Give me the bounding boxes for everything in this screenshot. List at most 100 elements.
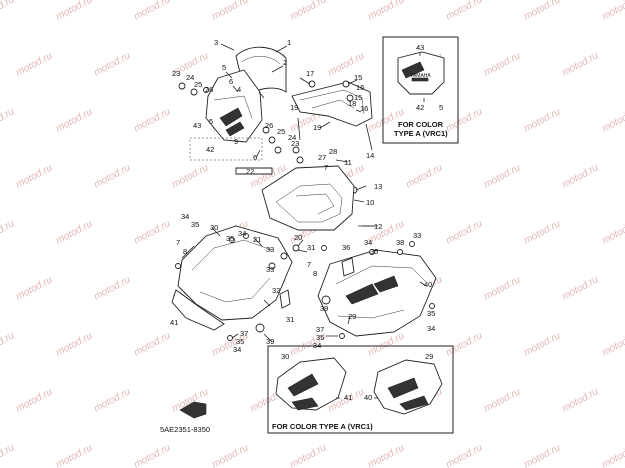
bolt-24 xyxy=(274,146,282,154)
cowl-stay xyxy=(291,81,373,127)
callout-3: 3 xyxy=(214,38,218,47)
callout-19: 19 xyxy=(290,103,298,112)
inner-panel-group xyxy=(235,165,378,231)
part-code: 5AE2351-8350 xyxy=(160,425,210,434)
inset-callout-30: 30 xyxy=(281,352,289,361)
inset-callout-43: 43 xyxy=(416,43,424,52)
callout-35d: 35 xyxy=(236,337,244,346)
inset-bottom-caption: FOR COLOR TYPE A (VRC1) xyxy=(272,422,373,431)
watermark-text: motod.ru xyxy=(14,274,54,302)
watermark-text: motod.ru xyxy=(600,218,625,246)
right-side-cowl-group xyxy=(317,249,437,337)
left-side-cowl-group xyxy=(171,225,293,331)
hardware-group xyxy=(175,233,435,341)
callout-19b: 19 xyxy=(313,123,321,132)
stay-22 xyxy=(235,167,273,175)
watermark-text: motod.ru xyxy=(522,106,562,134)
callout-34d: 34 xyxy=(233,345,241,354)
inner-panel xyxy=(261,165,355,231)
callout-26b: 26 xyxy=(265,121,273,130)
left-lower-fairing xyxy=(171,289,225,331)
callout-37: 37 xyxy=(240,329,248,338)
watermark-text: motod.ru xyxy=(522,218,562,246)
watermark-text: motod.ru xyxy=(170,162,210,190)
callout-24b: 24 xyxy=(288,133,296,142)
watermark-text: motod.ru xyxy=(210,442,250,468)
watermark-text: motod.ru xyxy=(132,442,172,468)
watermark-text: motod.ru xyxy=(366,442,406,468)
inset-bottom-frame xyxy=(267,345,454,434)
inset-callout-41: 41 xyxy=(344,393,352,402)
watermark-text: motod.ru xyxy=(54,0,94,23)
watermark-text: motod.ru xyxy=(132,0,172,23)
watermark-text: motod.ru xyxy=(132,218,172,246)
callout-23: 23 xyxy=(172,69,180,78)
watermark-text: motod.ru xyxy=(560,50,600,78)
inset-top-caption-2: TYPE A (VRC1) xyxy=(394,129,448,138)
watermark-text: motod.ru xyxy=(92,386,132,414)
callout-38: 38 xyxy=(396,238,404,247)
callout-8b: 8 xyxy=(313,269,317,278)
bolt-26 xyxy=(262,126,270,134)
callout-34: 34 xyxy=(181,212,189,221)
watermark-text: motod.ru xyxy=(132,106,172,134)
watermark-text: motod.ru xyxy=(482,50,522,78)
callout-27: 27 xyxy=(318,153,326,162)
clip-27 xyxy=(296,156,304,164)
callout-34f: 34 xyxy=(427,324,435,333)
callout-4: 4 xyxy=(237,85,241,94)
callout-28: 28 xyxy=(329,147,337,156)
callout-16: 16 xyxy=(356,83,364,92)
callout-35b: 35 xyxy=(226,234,234,243)
callout-5b: 5 xyxy=(209,117,213,126)
watermark-text: motod.ru xyxy=(522,0,562,23)
watermark-text: motod.ru xyxy=(522,330,562,358)
part-code-block: 5AE2351-8350 xyxy=(160,401,210,434)
callout-34e: 34 xyxy=(313,341,321,350)
callout-35e: 35 xyxy=(316,333,324,342)
callout-7: 7 xyxy=(324,163,328,172)
callout-7c: 7 xyxy=(307,260,311,269)
bolt-25 xyxy=(268,136,276,144)
watermark-text: motod.ru xyxy=(560,274,600,302)
inset-top-frame xyxy=(382,36,459,144)
watermark-text: motod.ru xyxy=(600,330,625,358)
callout-9: 9 xyxy=(234,137,238,146)
watermark-text: motod.ru xyxy=(600,106,625,134)
screw-23 xyxy=(178,82,186,90)
callout-35c: 35 xyxy=(370,247,378,256)
callout-31: 31 xyxy=(307,243,315,252)
callout-25: 25 xyxy=(194,80,202,89)
watermark-text: motod.ru xyxy=(560,162,600,190)
watermark-text: motod.ru xyxy=(404,162,444,190)
watermark-text: motod.ru xyxy=(600,0,625,23)
inset-top-caption-1: FOR COLOR xyxy=(398,120,444,129)
callout-40: 40 xyxy=(424,280,432,289)
watermark-text: motod.ru xyxy=(92,274,132,302)
callout-43: 43 xyxy=(193,121,201,130)
callout-14: 14 xyxy=(366,151,374,160)
clip-28 xyxy=(292,146,300,154)
watermark-text: motod.ru xyxy=(14,386,54,414)
callout-5: 5 xyxy=(222,63,226,72)
watermark-text: motod.ru xyxy=(444,0,484,23)
watermark-text: motod.ru xyxy=(132,330,172,358)
watermark-text: motod.ru xyxy=(54,106,94,134)
watermark-text: motod.ru xyxy=(522,442,562,468)
watermark-text: motod.ru xyxy=(560,386,600,414)
inset-top-cowl xyxy=(397,51,445,95)
watermark-text: motod.ru xyxy=(0,0,17,23)
upper-cowling-group xyxy=(178,46,373,194)
watermark-text: motod.ru xyxy=(0,106,17,134)
upper-cowl xyxy=(205,69,263,143)
watermark-text: motod.ru xyxy=(444,106,484,134)
watermark-text: motod.ru xyxy=(14,50,54,78)
watermark-text: motod.ru xyxy=(0,442,17,468)
watermark-text: motod.ru xyxy=(366,0,406,23)
watermark-text: motod.ru xyxy=(0,218,17,246)
inset-color-type-top: YAMAHA FOR COLOR TYPE A (VRC1) xyxy=(382,36,459,144)
watermark-text: motod.ru xyxy=(444,330,484,358)
callout-12: 12 xyxy=(374,222,382,231)
callout-6: 6 xyxy=(229,77,233,86)
left-side-cowl xyxy=(177,225,293,321)
